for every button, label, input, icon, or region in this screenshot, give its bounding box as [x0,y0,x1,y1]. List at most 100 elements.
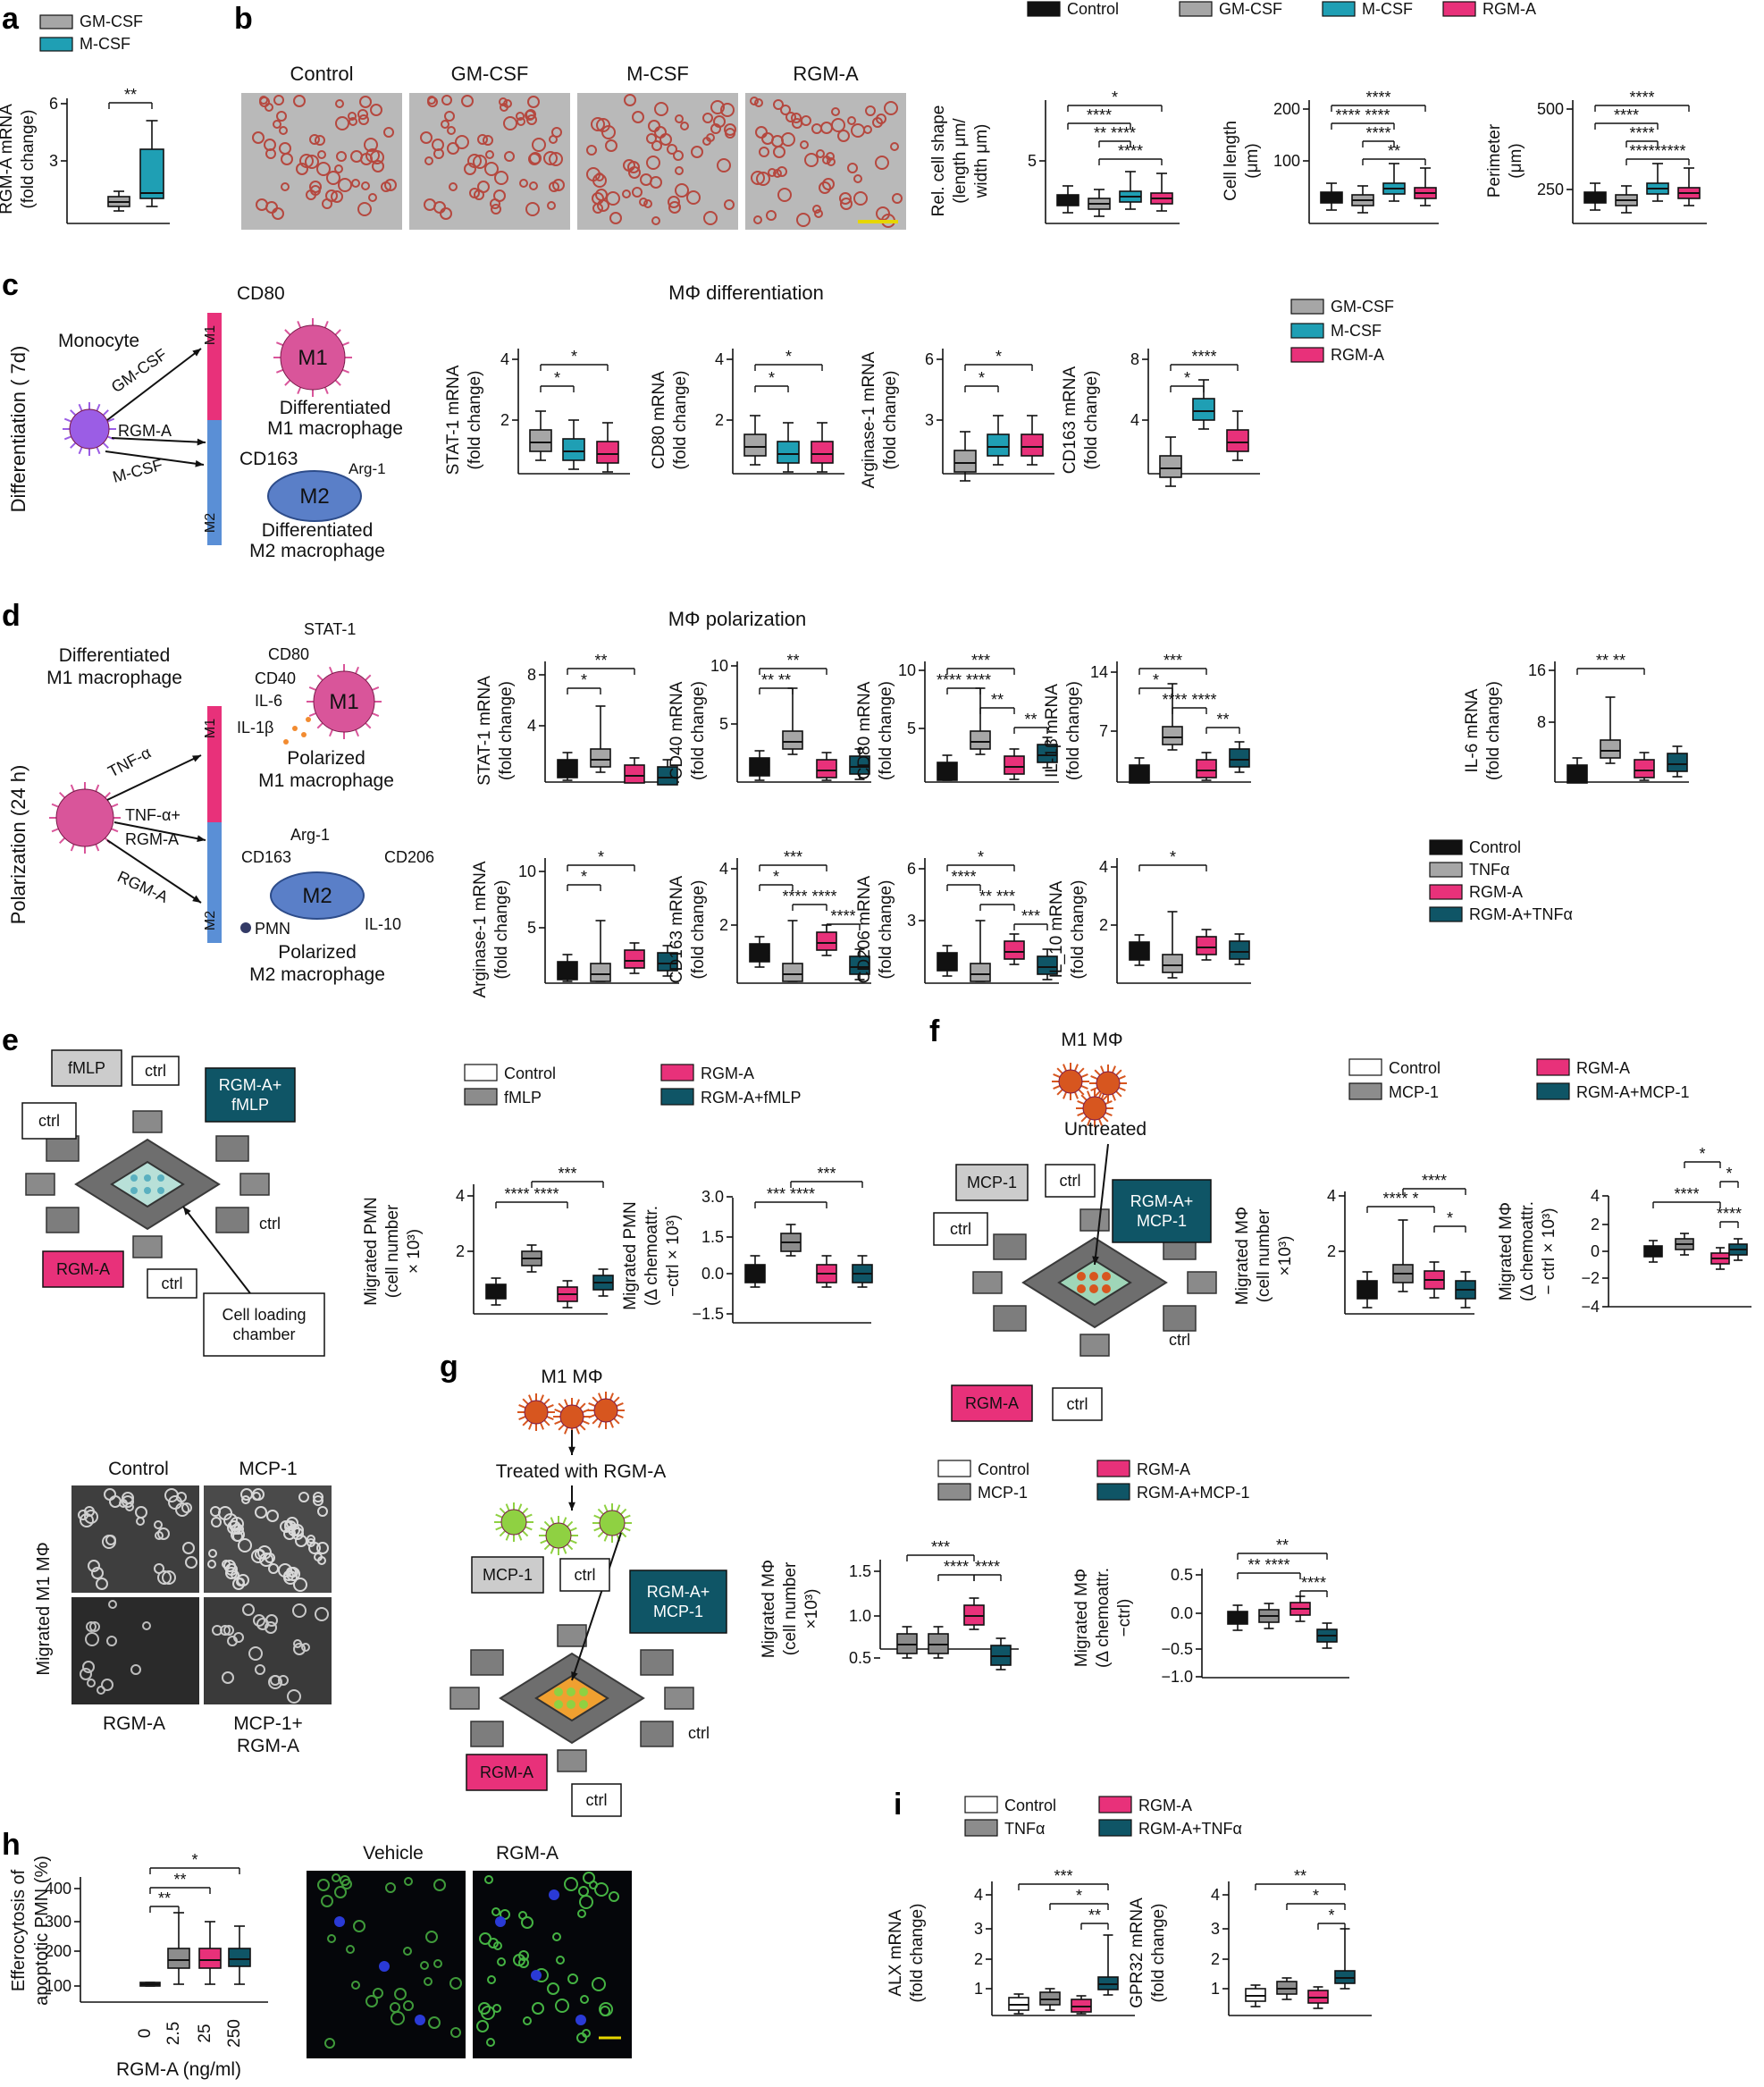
box [624,949,645,969]
micrograph-cell [753,215,762,224]
label-box-text: MCP-1 [1137,1212,1187,1230]
box-i1-3 [1334,1928,1356,1990]
micrograph-cell [840,198,853,210]
box [1229,940,1250,960]
cell-spike [518,1404,526,1409]
significance-stars: **** [1118,142,1143,160]
box [1567,764,1588,784]
micrograph-cell [316,162,331,176]
box [937,952,958,972]
y-tick-label: 4 [1211,1886,1220,1904]
x-tick-label: 250 [225,2019,244,2048]
cell-spike [597,1508,604,1515]
cell-spike [297,386,302,395]
box-d [1229,933,1250,965]
significance-stars: * [1328,1906,1334,1924]
micrograph-cell [154,1520,163,1529]
axes-g0: 1.51.00.5 [849,1560,1019,1667]
micrograph-cell [479,1932,491,1945]
cell-spike [1118,1075,1126,1080]
cell-spike [558,1402,565,1410]
significance-stars: **** [830,907,855,925]
significance-stars: * [1313,1887,1319,1905]
micrograph-cell [493,1941,502,1950]
micrograph-label: Control [290,63,354,85]
cell-spike [518,1416,526,1420]
micrograph-cell [792,118,802,129]
cell-spike [78,403,83,412]
micrograph-label: Control [108,1459,169,1479]
nucleus-dot [379,1961,390,1972]
y-axis-label: Perimeter [1485,123,1504,198]
micrograph-cell [461,95,474,107]
micrograph-cell [827,157,836,166]
arrow-label: RGM-A [125,830,179,848]
label-box-text: MCP-1 [653,1603,703,1620]
box-i0-0 [1008,1993,1029,2015]
cell-spike [329,729,333,737]
box-c0-1 [562,419,585,470]
y-axis-label: Cell length [1222,121,1240,201]
nucleus-dot [334,1916,345,1927]
micrograph-cell [316,1542,329,1554]
cell-spike [275,368,284,374]
y-axis-label: CD163 mRNA [1061,366,1079,474]
significance-stars: ** [1294,1867,1306,1885]
box-c3-1 [1192,379,1215,430]
marker-label: IL-1β [237,719,273,736]
micrograph-cell [223,1625,234,1636]
cell-spike [592,1418,599,1425]
y-axis-label: −ctrl) [1115,1599,1134,1637]
cytokine-dot [306,717,311,722]
chip-well [1163,1305,1197,1332]
legend-swatch-i2 [1098,1796,1132,1814]
significance-stars: *** [1163,652,1182,669]
legend-swatch-c1 [1290,323,1324,339]
arrow-head [571,1671,578,1680]
micrograph-cell [773,146,785,158]
box-e0-2 [557,1280,578,1309]
y-tick-label: 4 [1327,1187,1336,1205]
label-box-cell-loading [203,1292,325,1357]
micrograph-cell [476,2020,489,2032]
micrograph-background [409,93,570,230]
micrograph-cell [88,1560,100,1572]
significance-stars: ** [173,1871,186,1889]
arrow-head [197,438,206,446]
micrograph-cell [876,114,886,124]
significance-stars: * [1076,1887,1082,1905]
micrograph-cell [839,192,852,205]
box [529,429,552,452]
chip-well [470,1649,504,1676]
micrograph-cell [338,178,352,192]
micrograph-cell [819,181,831,194]
box-h-3 [228,1925,251,1985]
significance-stars: ** [1088,1906,1101,1924]
cell-spike [275,341,284,347]
y-tick-label: 16 [1528,661,1546,679]
chip-well [215,1207,249,1233]
axes-f1: 420−2−4 [1581,1187,1751,1316]
cell-spike [70,442,77,449]
micrograph-cell [609,212,622,224]
y-axis-label: (fold change) [497,681,516,780]
label-box-text: ctrl [162,1275,183,1292]
arrow-head [192,755,201,762]
label-box-text: Cell loading [222,1306,306,1324]
y-tick-label: 2 [715,411,724,429]
legend-label: RGM-A [1137,1460,1190,1478]
pmn-cell [130,1187,138,1194]
panel-letter-f: f [929,1014,940,1048]
cell-spike [102,409,109,417]
micrograph-cell [525,109,536,120]
m1-bar [207,313,222,420]
legend-swatch-e0 [464,1064,498,1081]
micrograph-cell [87,1679,96,1687]
micrograph-label: MCP-1+ [233,1713,303,1734]
box-b1-3 [1414,167,1437,206]
micrograph-cell [606,191,620,206]
cell-spike [95,844,100,852]
y-tick-label: 2 [500,411,509,429]
label-box-text: RGM-A [965,1394,1019,1412]
y-axis-label: (fold change) [877,681,895,780]
